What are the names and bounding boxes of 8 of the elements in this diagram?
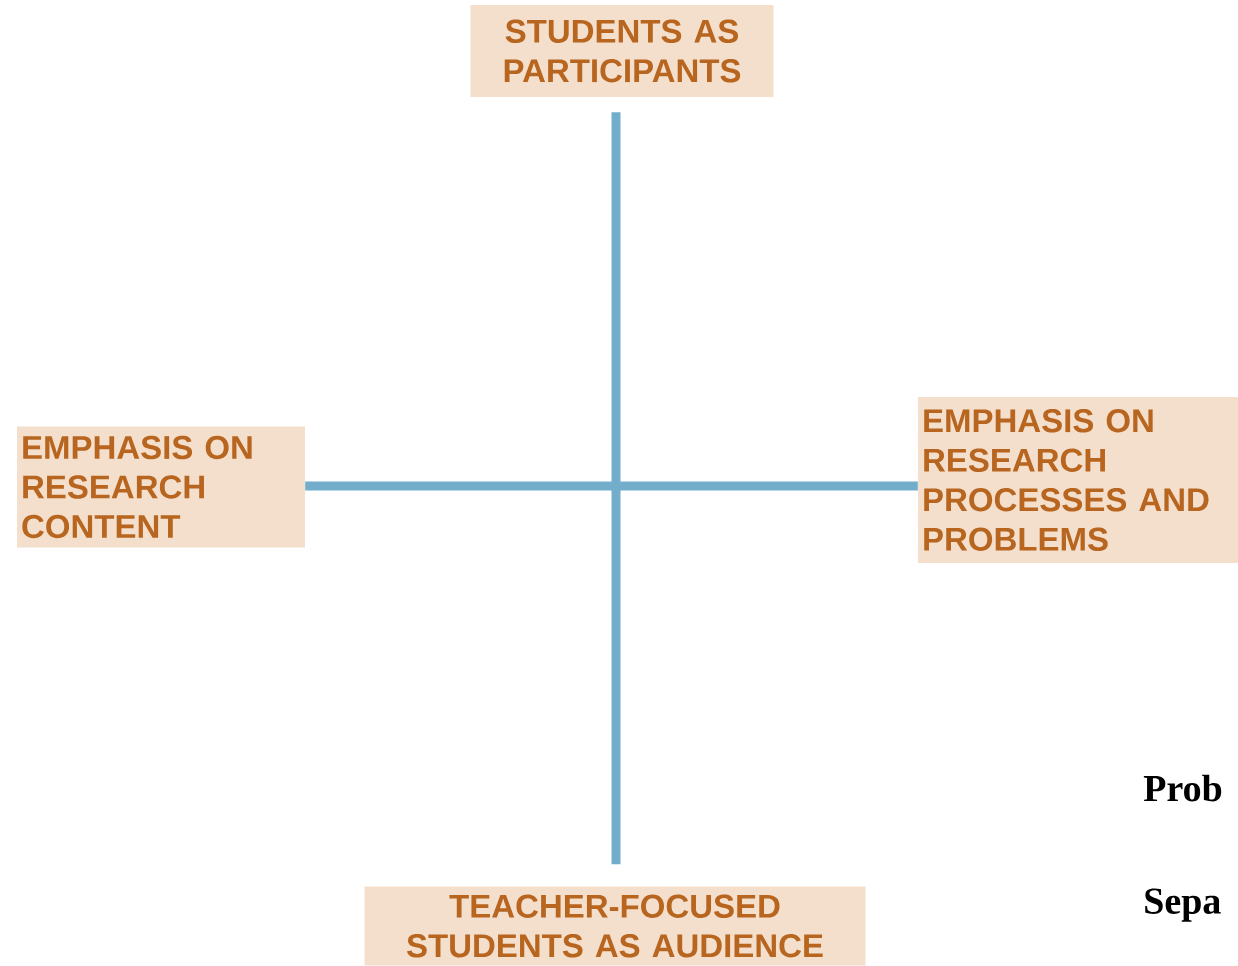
label-box: EMPHASIS ON RESEARCH CONTENT [17, 426, 305, 548]
label-box: TEACHER-FOCUSED STUDENTS AS AUDIENCE [364, 886, 866, 966]
label-box: STUDENTS AS PARTICIPANTS [470, 5, 774, 97]
label-text: Prob [1143, 774, 1222, 802]
axis-line [611, 112, 621, 865]
axis-line [305, 481, 918, 491]
label-text: Sepa [1145, 888, 1221, 922]
label-box: EMPHASIS ON RESEARCH PROCESSES AND PROBLEMS [918, 397, 1238, 563]
